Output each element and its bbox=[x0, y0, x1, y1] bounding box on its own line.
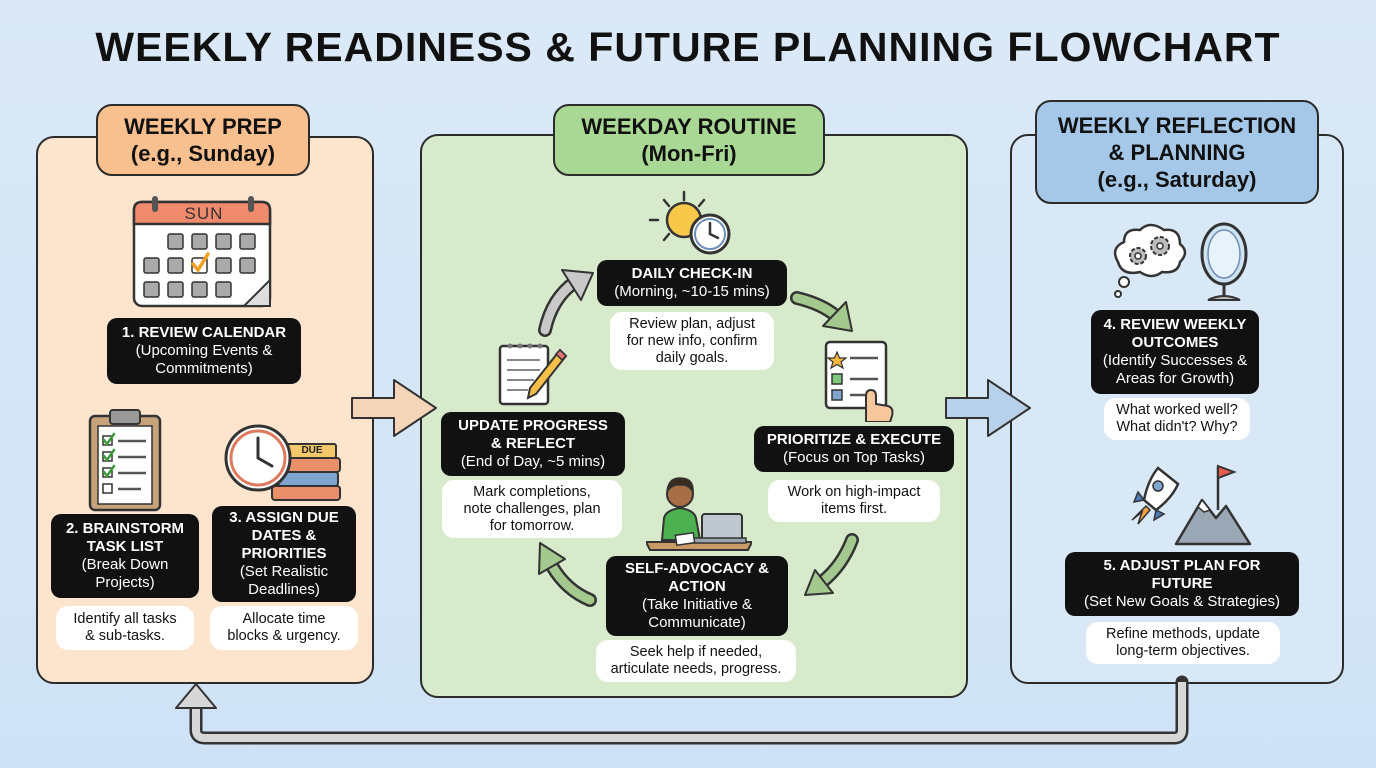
step-title: OUTCOMES bbox=[1131, 334, 1219, 351]
step-detail: Deadlines) bbox=[248, 581, 320, 598]
page-title: WEEKLY READINESS & FUTURE PLANNING FLOWC… bbox=[95, 24, 1281, 70]
weekday-routine-header: WEEKDAY ROUTINE (Mon-Fri) bbox=[553, 104, 825, 176]
note-line: Identify all tasks bbox=[73, 611, 177, 627]
cycle-arrow-3 bbox=[804, 569, 834, 596]
step-detail: (Identify Successes & bbox=[1102, 352, 1248, 369]
cycle-arrow-2 bbox=[822, 301, 853, 332]
step-detail: (Upcoming Events & bbox=[135, 342, 273, 359]
step-adjust-plan: 5. ADJUST PLAN FOR FUTURE (Set New Goals… bbox=[1065, 552, 1299, 616]
note-line: note challenges, plan bbox=[463, 500, 601, 517]
rocket-mountain-icon bbox=[1131, 464, 1252, 546]
note-adjust-plan: Refine methods, update long-term objecti… bbox=[1086, 622, 1280, 664]
note-line: blocks & urgency. bbox=[227, 628, 341, 644]
cycle-arrow-1 bbox=[561, 269, 594, 301]
step-detail: Areas for Growth) bbox=[1115, 370, 1235, 387]
step-self-advocacy: SELF-ADVOCACY & ACTION (Take Initiative … bbox=[606, 556, 788, 636]
note-prioritize-execute: Work on high-impact items first. bbox=[768, 480, 940, 522]
note-assign-due-dates: Allocate time blocks & urgency. bbox=[210, 606, 358, 650]
note-daily-check-in: Review plan, adjust for new info, confir… bbox=[610, 312, 774, 370]
note-line: Work on high-impact bbox=[787, 484, 921, 500]
header-line: WEEKLY REFLECTION bbox=[1057, 112, 1297, 138]
calendar-icon bbox=[132, 196, 272, 308]
weekly-prep-header: WEEKLY PREP (e.g., Sunday) bbox=[96, 104, 310, 176]
weekly-reflection-header: WEEKLY REFLECTION & PLANNING (e.g., Satu… bbox=[1035, 100, 1319, 204]
step-title: & REFLECT bbox=[490, 435, 576, 452]
note-line: for new info, confirm bbox=[626, 332, 758, 349]
step-update-progress: UPDATE PROGRESS & REFLECT (End of Day, ~… bbox=[441, 412, 625, 476]
step-detail: (Take Initiative & bbox=[641, 596, 753, 613]
header-line: (Mon-Fri) bbox=[641, 141, 737, 166]
student-laptop-icon bbox=[646, 477, 752, 551]
note-line: for tomorrow. bbox=[489, 517, 575, 534]
step-daily-check-in: DAILY CHECK-IN (Morning, ~10-15 mins) bbox=[597, 260, 787, 306]
sun-clock-icon bbox=[648, 190, 731, 255]
step-brainstorm: 2. BRAINSTORM TASK LIST (Break Down Proj… bbox=[51, 514, 199, 598]
step-detail: (End of Day, ~5 mins) bbox=[460, 453, 606, 470]
step-detail: Communicate) bbox=[648, 614, 746, 631]
step-detail: (Morning, ~10-15 mins) bbox=[614, 283, 770, 300]
step-title: 3. ASSIGN DUE bbox=[229, 509, 339, 526]
note-line: Allocate time bbox=[242, 611, 326, 627]
step-title: TASK LIST bbox=[86, 538, 164, 555]
step-review-weekly-outcomes: 4. REVIEW WEEKLY OUTCOMES (Identify Succ… bbox=[1091, 310, 1259, 394]
step-title: DATES & bbox=[251, 527, 317, 544]
arrow-loop-back bbox=[175, 683, 217, 709]
step-title: 1. REVIEW CALENDAR bbox=[121, 324, 287, 341]
arrow-routine-to-reflection bbox=[945, 379, 1031, 437]
step-title: ACTION bbox=[668, 578, 726, 595]
header-line: (e.g., Sunday) bbox=[130, 141, 276, 166]
step-detail: (Focus on Top Tasks) bbox=[782, 449, 925, 466]
arrow-prep-to-routine bbox=[351, 379, 437, 437]
step-title: 2. BRAINSTORM bbox=[65, 520, 185, 537]
step-title: 4. REVIEW WEEKLY bbox=[1103, 316, 1247, 333]
step-prioritize-execute: PRIORITIZE & EXECUTE (Focus on Top Tasks… bbox=[754, 426, 954, 472]
step-detail: (Set Realistic bbox=[239, 563, 329, 580]
step-title: PRIORITIES bbox=[241, 545, 327, 562]
notepad-pencil-icon bbox=[498, 343, 568, 406]
header-line: WEEKDAY ROUTINE bbox=[581, 114, 797, 139]
step-title: UPDATE PROGRESS bbox=[458, 417, 608, 434]
step-title: DAILY CHECK-IN bbox=[631, 265, 753, 282]
step-detail: (Break Down bbox=[81, 556, 169, 573]
note-line: Refine methods, update bbox=[1106, 626, 1260, 642]
calendar-day-label: SUN bbox=[184, 204, 224, 223]
step-detail: Projects) bbox=[95, 574, 155, 591]
step-detail: (Set New Goals & Strategies) bbox=[1084, 593, 1280, 610]
note-review-weekly-outcomes: What worked well? What didn't? Why? bbox=[1104, 398, 1250, 440]
note-line: What didn't? Why? bbox=[1116, 419, 1238, 435]
step-title: PRIORITIZE & EXECUTE bbox=[766, 431, 942, 448]
clipboard-checklist-icon bbox=[88, 409, 162, 512]
cycle-arrow-4 bbox=[538, 542, 566, 575]
note-line: items first. bbox=[820, 501, 888, 517]
due-tag: DUE bbox=[301, 445, 323, 456]
note-self-advocacy: Seek help if needed, articulate needs, p… bbox=[596, 640, 796, 682]
note-line: What worked well? bbox=[1116, 402, 1238, 418]
step-title: SELF-ADVOCACY & bbox=[625, 560, 769, 577]
note-brainstorm: Identify all tasks & sub-tasks. bbox=[56, 606, 194, 650]
note-line: long-term objectives. bbox=[1116, 643, 1250, 659]
step-title: 5. ADJUST PLAN FOR bbox=[1103, 557, 1261, 574]
step-review-calendar: 1. REVIEW CALENDAR (Upcoming Events & Co… bbox=[107, 318, 301, 384]
note-line: & sub-tasks. bbox=[85, 628, 165, 644]
step-detail: Commitments) bbox=[155, 360, 253, 377]
note-line: Mark completions, bbox=[473, 483, 591, 500]
header-line: WEEKLY PREP bbox=[124, 114, 282, 139]
header-line: & PLANNING bbox=[1108, 139, 1246, 165]
checklist-hand-icon bbox=[824, 340, 894, 422]
step-assign-due-dates: 3. ASSIGN DUE DATES & PRIORITIES (Set Re… bbox=[212, 506, 356, 602]
note-line: articulate needs, progress. bbox=[610, 661, 782, 677]
thought-mirror-icon bbox=[1113, 222, 1248, 301]
clock-books-icon bbox=[224, 424, 341, 501]
step-title: FUTURE bbox=[1151, 575, 1213, 592]
header-line: (e.g., Saturday) bbox=[1097, 166, 1257, 192]
note-line: Review plan, adjust bbox=[629, 315, 755, 332]
note-line: Seek help if needed, bbox=[629, 644, 763, 660]
note-line: daily goals. bbox=[655, 349, 729, 366]
note-update-progress: Mark completions, note challenges, plan … bbox=[442, 480, 622, 538]
